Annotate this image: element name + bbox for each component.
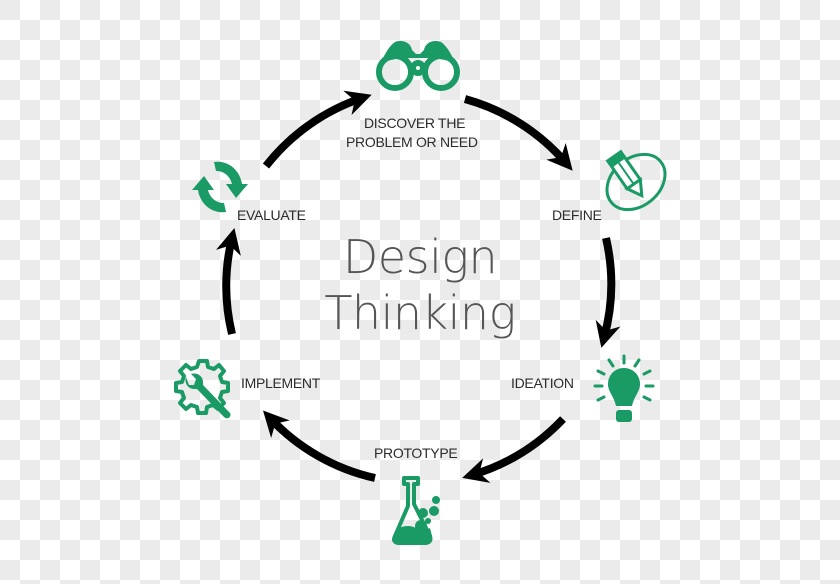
arrow-implement-to-evaluate <box>215 228 241 335</box>
arrow-discover-to-define <box>463 95 573 171</box>
gear-wrench-icon <box>174 359 231 419</box>
pencil-ring-icon <box>605 149 667 212</box>
arrow-prototype-to-implement <box>263 410 376 482</box>
arrow-define-to-ideation <box>595 237 621 348</box>
ideation-label: IDEATION <box>511 375 574 391</box>
center-title-line2: Thinking <box>324 286 516 340</box>
discover-label-line2: PROBLEM OR NEED <box>346 134 478 150</box>
flask-icon <box>392 476 440 545</box>
lightbulb-icon <box>593 354 655 422</box>
prototype-label: PROTOTYPE <box>374 445 458 461</box>
define-label: DEFINE <box>552 207 602 223</box>
implement-label: IMPLEMENT <box>241 375 320 391</box>
center-title-line1: Design <box>342 230 498 284</box>
arrow-evaluate-to-discover <box>262 90 372 169</box>
binoculars-icon <box>376 40 460 91</box>
arrow-ideation-to-prototype <box>462 416 566 483</box>
refresh-icon <box>192 161 248 213</box>
discover-label-line1: DISCOVER THE <box>364 115 466 131</box>
evaluate-label: EVALUATE <box>237 207 306 223</box>
